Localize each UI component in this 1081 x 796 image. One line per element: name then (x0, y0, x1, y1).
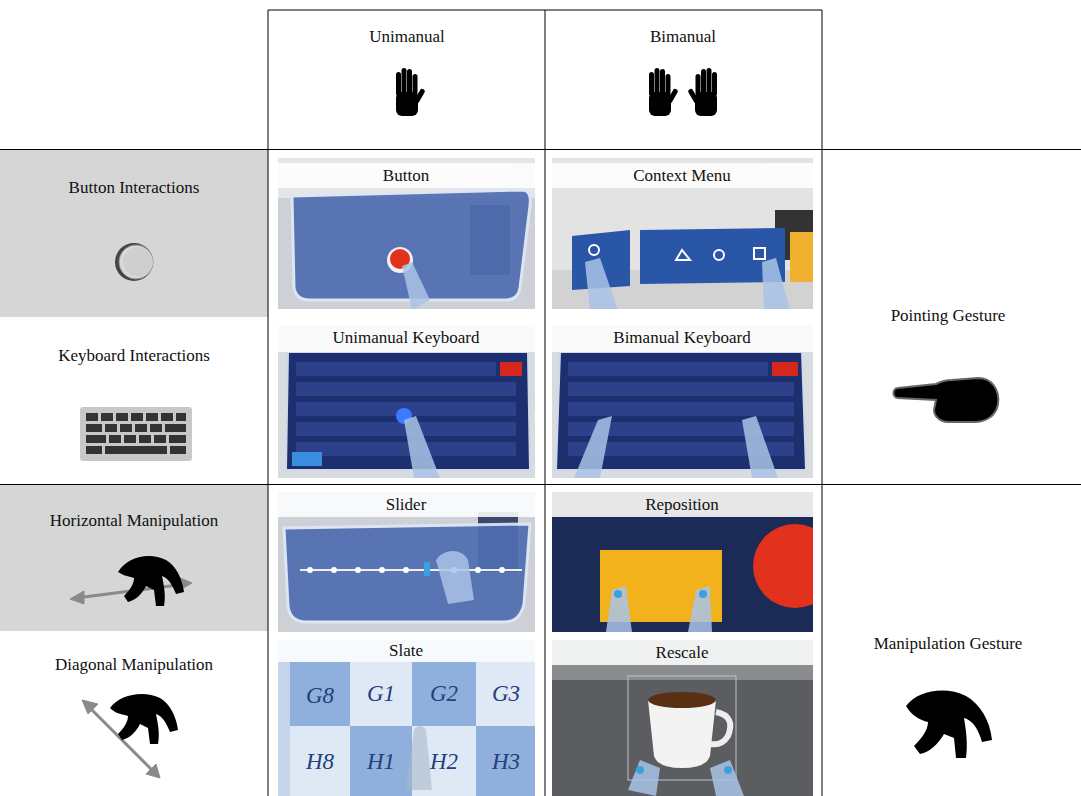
keyboard-screenshot (278, 325, 535, 478)
rescale-screenshot (552, 640, 813, 796)
gesture-label: Pointing Gesture (891, 307, 1006, 326)
row-header: Keyboard Interactions (58, 347, 210, 366)
gesture-label: Manipulation Gesture (874, 635, 1023, 654)
keyboard-icon (80, 407, 192, 461)
thumbnail-title: Slider (386, 496, 427, 515)
hand-icon (396, 68, 717, 116)
thumbnail-title: Context Menu (633, 167, 731, 186)
pointing-hand-icon (894, 378, 999, 422)
keyboard-screenshot (552, 325, 813, 478)
tile-label: G2 (430, 681, 458, 706)
row-header: Diagonal Manipulation (55, 656, 213, 675)
thumbnail-title: Button (383, 167, 429, 186)
manipulation-hand-icon (906, 691, 992, 758)
row-shade (0, 485, 268, 631)
row-header: Button Interactions (69, 179, 200, 198)
tile-label: H3 (492, 749, 520, 774)
tile-label: G1 (367, 681, 395, 706)
thumbnail-title: Slate (389, 642, 423, 661)
thumbnail-title: Reposition (645, 496, 719, 515)
thumbnail-title: Rescale (656, 644, 709, 663)
tile-label: G8 (306, 683, 334, 708)
button-icon (115, 243, 153, 281)
diagonal-manipulation-icon (82, 694, 178, 778)
slate-screenshot (278, 640, 535, 796)
column-header: Unimanual (369, 28, 445, 47)
tile-label: H1 (367, 749, 395, 774)
row-header: Horizontal Manipulation (50, 512, 219, 531)
thumbnail-title: Bimanual Keyboard (613, 329, 750, 348)
button-screenshot (278, 158, 535, 309)
horizontal-manipulation-icon (70, 556, 192, 606)
thumbnail-title: Unimanual Keyboard (333, 329, 480, 348)
context-menu-screenshot (552, 158, 813, 309)
table-grid (0, 10, 1081, 796)
slider-screenshot (278, 492, 535, 632)
row-shade (0, 150, 268, 317)
title-bar (278, 163, 813, 665)
tile-label: H8 (306, 749, 334, 774)
tile-label: H2 (430, 749, 458, 774)
tile-label: G3 (492, 681, 520, 706)
reposition-screenshot (552, 492, 813, 632)
column-header: Bimanual (650, 28, 716, 47)
